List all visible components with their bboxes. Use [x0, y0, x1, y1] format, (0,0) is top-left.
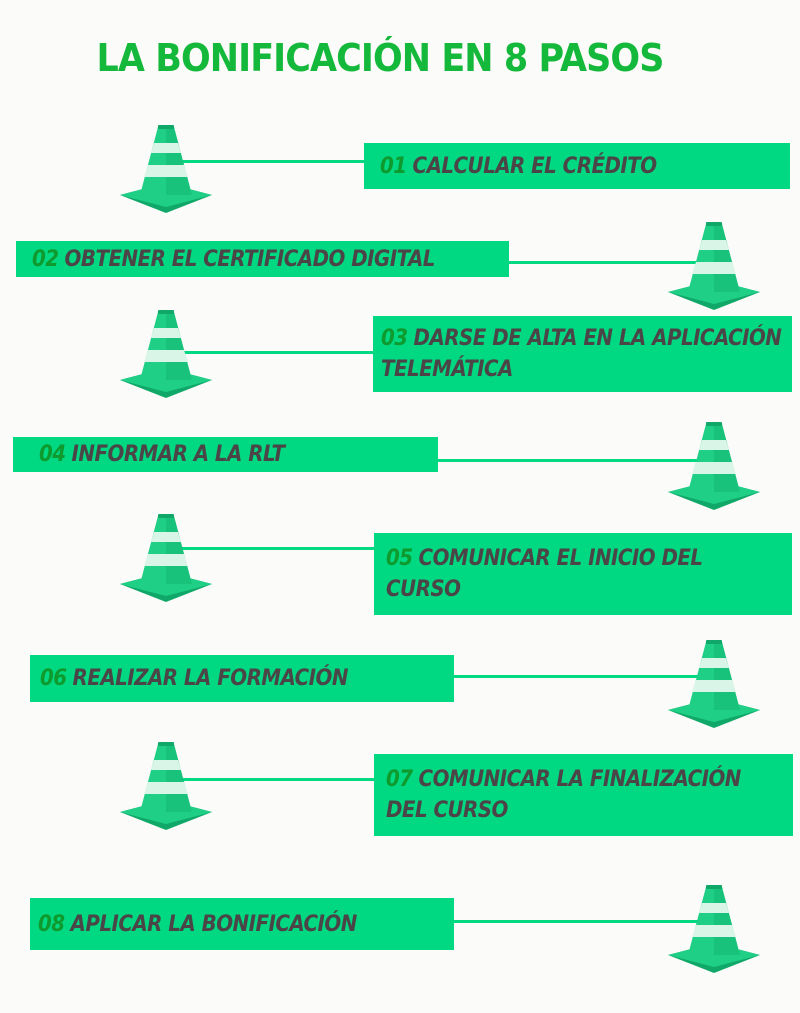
traffic-cone-icon	[118, 742, 214, 832]
traffic-cone-icon	[118, 514, 214, 604]
step-bar-07: 07Comunicar la finalización del curso	[374, 754, 793, 836]
connector-line	[180, 351, 376, 354]
step-number: 02	[32, 246, 59, 272]
step-label: Obtener el certificado digital	[64, 246, 436, 272]
traffic-cone-icon	[666, 422, 762, 512]
traffic-cone-icon	[666, 640, 762, 730]
step-label: Realizar la formación	[72, 666, 349, 691]
step-label: Darse de alta en la aplicación telemátic…	[381, 326, 782, 382]
step-label: Calcular el crédito	[412, 153, 658, 179]
step-bar-05: 05Comunicar el inicio del curso	[374, 533, 792, 615]
step-number: 03	[381, 326, 408, 351]
step-number: 01	[380, 153, 407, 179]
step-number: 08	[38, 911, 65, 937]
step-label: Comunicar el inicio del curso	[386, 546, 703, 602]
step-label: Aplicar la bonificación	[70, 911, 358, 937]
connector-line	[437, 459, 705, 462]
page-title: La bonificación en 8 pasos	[96, 36, 664, 80]
step-number: 07	[386, 767, 413, 792]
step-bar-04: 04Informar a la RLT	[13, 437, 438, 472]
step-bar-08: 08Aplicar la bonificación	[30, 898, 454, 950]
step-label: Comunicar la finalización del curso	[386, 767, 741, 823]
step-number: 04	[39, 442, 66, 467]
step-bar-06: 06Realizar la formación	[30, 655, 454, 702]
connector-line	[180, 778, 376, 781]
traffic-cone-icon	[118, 310, 214, 400]
traffic-cone-icon	[666, 222, 762, 312]
connector-line	[453, 675, 705, 678]
connector-line	[453, 920, 705, 923]
traffic-cone-icon	[666, 885, 762, 975]
step-bar-02: 02Obtener el certificado digital	[16, 241, 509, 277]
connector-line	[508, 261, 708, 264]
step-number: 05	[386, 546, 413, 571]
step-bar-03: 03Darse de alta en la aplicación telemát…	[373, 316, 792, 392]
step-number: 06	[40, 666, 67, 691]
step-bar-01: 01Calcular el crédito	[364, 143, 790, 189]
connector-line	[180, 160, 366, 163]
step-label: Informar a la RLT	[71, 442, 285, 467]
traffic-cone-icon	[118, 125, 214, 215]
connector-line	[180, 547, 376, 550]
